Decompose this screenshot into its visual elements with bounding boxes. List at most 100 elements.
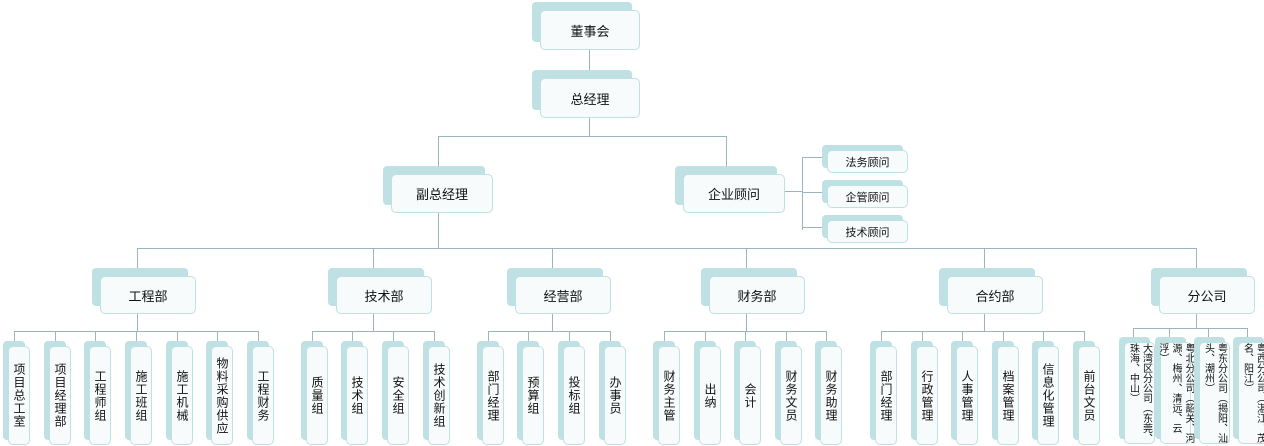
connector-line bbox=[785, 191, 803, 192]
connector-line bbox=[705, 331, 706, 341]
node-label: 行政管理 bbox=[916, 346, 938, 445]
node-label: 施工班组 bbox=[130, 346, 152, 445]
node-label: 粤西分公司（湛江、茂名、阳江） bbox=[1238, 342, 1264, 444]
connector-line bbox=[552, 248, 553, 268]
node-label: 物料采购供应 bbox=[211, 346, 233, 445]
node-label: 档案管理 bbox=[997, 346, 1019, 445]
connector-line bbox=[1208, 328, 1209, 337]
connector-line bbox=[569, 331, 570, 341]
connector-line bbox=[393, 331, 394, 341]
node-label: 项目总工室 bbox=[8, 346, 30, 445]
connector-line bbox=[726, 136, 727, 166]
connector-line bbox=[14, 331, 15, 341]
connector-line bbox=[136, 331, 137, 341]
node-label: 工程部 bbox=[100, 276, 196, 314]
connector-line bbox=[137, 314, 138, 331]
node-label: 财务文员 bbox=[780, 346, 802, 445]
connector-line bbox=[802, 157, 824, 158]
connector-line bbox=[802, 157, 803, 230]
node-label: 粤北分公司（韶关、河源、梅州、清远、云浮） bbox=[1157, 342, 1194, 444]
connector-line bbox=[881, 331, 882, 341]
node-label: 部门经理 bbox=[875, 346, 897, 445]
node-label: 施工机械 bbox=[171, 346, 193, 445]
connector-line bbox=[488, 331, 489, 341]
node-label: 办事员 bbox=[604, 346, 626, 445]
connector-line bbox=[438, 213, 439, 248]
connector-line bbox=[1196, 314, 1197, 328]
connector-line bbox=[258, 331, 259, 341]
node-label: 工程师组 bbox=[89, 346, 111, 445]
connector-line bbox=[984, 248, 985, 268]
node-label: 财务主管 bbox=[658, 346, 680, 445]
connector-line bbox=[1133, 328, 1248, 329]
connector-line bbox=[962, 331, 963, 341]
connector-line bbox=[589, 118, 590, 136]
node-label: 粤东分公司（揭阳、汕头、潮州） bbox=[1199, 342, 1230, 444]
node-label: 合约部 bbox=[947, 276, 1043, 314]
node-label: 经营部 bbox=[515, 276, 611, 314]
connector-line bbox=[373, 248, 374, 268]
connector-line bbox=[881, 331, 1085, 332]
connector-line bbox=[745, 331, 746, 341]
node-label: 工程财务 bbox=[252, 346, 274, 445]
node-label: 财务部 bbox=[709, 276, 805, 314]
connector-line bbox=[137, 248, 1197, 249]
connector-line bbox=[488, 331, 611, 332]
node-label: 技术创新组 bbox=[428, 346, 450, 445]
node-label: 总经理 bbox=[540, 78, 640, 118]
connector-line bbox=[434, 331, 435, 341]
node-label: 部门经理 bbox=[482, 346, 504, 445]
connector-line bbox=[786, 331, 787, 341]
connector-line bbox=[55, 331, 56, 341]
connector-line bbox=[802, 227, 824, 228]
connector-line bbox=[217, 331, 218, 341]
connector-line bbox=[95, 331, 96, 341]
connector-line bbox=[664, 331, 665, 341]
connector-line bbox=[1133, 328, 1134, 337]
node-label: 安全组 bbox=[387, 346, 409, 445]
node-label: 法务顾问 bbox=[827, 150, 908, 173]
node-label: 信息化管理 bbox=[1037, 346, 1059, 445]
connector-line bbox=[438, 136, 439, 166]
node-label: 人事管理 bbox=[956, 346, 978, 445]
connector-line bbox=[177, 331, 178, 341]
connector-line bbox=[312, 331, 435, 332]
connector-line bbox=[984, 314, 985, 331]
connector-line bbox=[1043, 331, 1044, 341]
node-label: 项目经理部 bbox=[49, 346, 71, 445]
connector-line bbox=[922, 331, 923, 341]
connector-line bbox=[1169, 328, 1170, 337]
connector-line bbox=[1084, 331, 1085, 341]
connector-line bbox=[528, 331, 529, 341]
node-label: 分公司 bbox=[1159, 276, 1255, 314]
connector-line bbox=[746, 314, 747, 331]
connector-line bbox=[589, 50, 590, 72]
node-label: 前台文员 bbox=[1078, 346, 1100, 445]
node-label: 技术顾问 bbox=[827, 220, 908, 243]
node-label: 企业顾问 bbox=[683, 174, 785, 213]
connector-line bbox=[438, 136, 727, 137]
node-label: 大湾区分公司（东莞、珠海、中山） bbox=[1124, 342, 1155, 444]
connector-line bbox=[373, 314, 374, 331]
connector-line bbox=[312, 331, 313, 341]
connector-line bbox=[552, 314, 553, 331]
connector-line bbox=[352, 331, 353, 341]
connector-line bbox=[746, 248, 747, 268]
connector-line bbox=[1247, 328, 1248, 337]
node-label: 副总经理 bbox=[391, 174, 493, 213]
node-label: 会计 bbox=[739, 346, 761, 445]
node-label: 投标组 bbox=[563, 346, 585, 445]
node-label: 董事会 bbox=[540, 10, 640, 50]
node-label: 出纳 bbox=[699, 346, 721, 445]
node-label: 技术组 bbox=[346, 346, 368, 445]
connector-line bbox=[1196, 248, 1197, 268]
connector-line bbox=[1003, 331, 1004, 341]
node-label: 财务助理 bbox=[820, 346, 842, 445]
node-label: 质量组 bbox=[306, 346, 328, 445]
connector-line bbox=[802, 192, 824, 193]
connector-line bbox=[137, 248, 138, 268]
node-label: 企管顾问 bbox=[827, 185, 908, 208]
node-label: 预算组 bbox=[522, 346, 544, 445]
connector-line bbox=[826, 331, 827, 341]
connector-line bbox=[610, 331, 611, 341]
